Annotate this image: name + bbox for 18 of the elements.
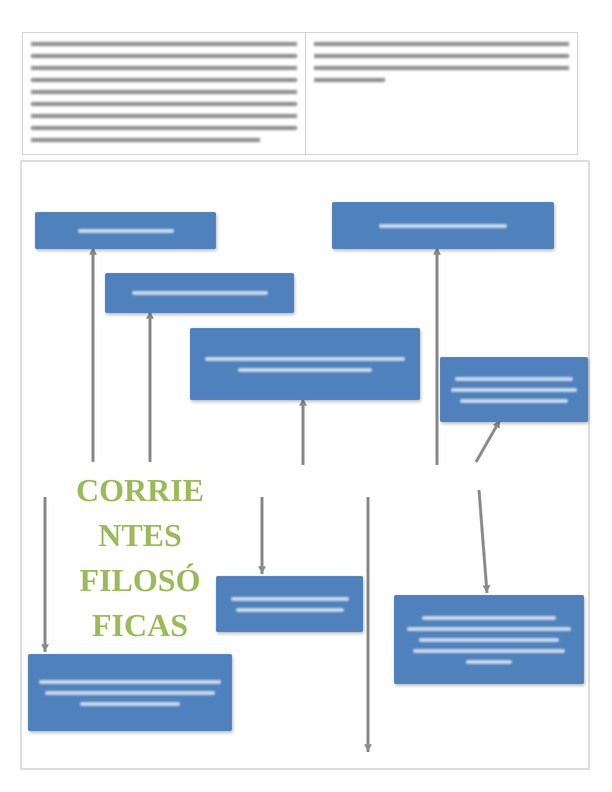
process-box: [394, 595, 584, 684]
connector-arrow: [89, 247, 97, 462]
process-box: [28, 654, 232, 731]
process-box: [105, 273, 294, 313]
connector-arrow: [146, 311, 154, 462]
process-box: [190, 328, 420, 400]
connector-arrow: [474, 419, 502, 463]
connector-arrow: [433, 247, 441, 465]
connector-arrow: [478, 490, 490, 594]
process-box: [35, 212, 216, 249]
process-box: [440, 357, 588, 422]
connector-arrow: [41, 497, 49, 652]
process-box: [216, 576, 363, 632]
process-box: [332, 202, 554, 249]
title-text: CORRIE NTES FILOSÓ FICAS: [74, 471, 205, 645]
diagram-frame: [20, 160, 590, 770]
connector-arrow: [258, 497, 266, 574]
connector-arrow: [299, 398, 307, 465]
